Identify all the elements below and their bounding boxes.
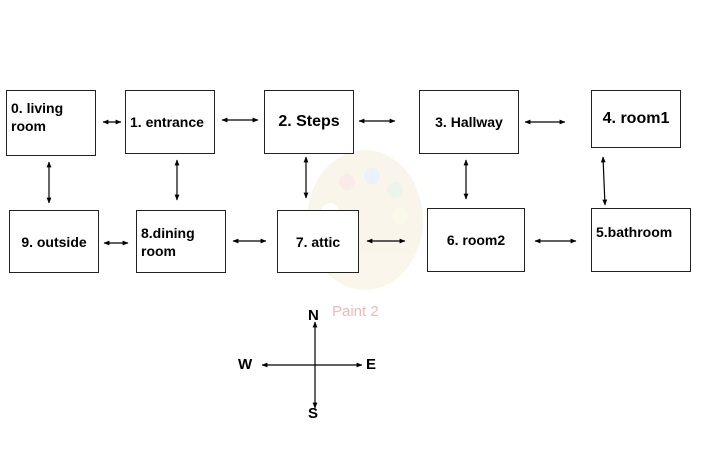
room-label: 4. room1 (602, 110, 670, 127)
room-box-entrance: 1. entrance (125, 90, 215, 154)
room-label: 3. Hallway (435, 114, 503, 130)
room-label: 2. Steps (278, 113, 340, 130)
room-box-steps: 2. Steps (264, 90, 354, 154)
room-box-hallway: 3. Hallway (419, 90, 519, 154)
watermark-text: Paint 2 (332, 303, 379, 320)
room-label: 8.dining room (141, 224, 195, 259)
room-label: 7. attic (295, 233, 341, 250)
compass-south-label: S (308, 405, 319, 422)
compass-east-label: E (366, 356, 377, 373)
room-box-bathroom: 5.bathroom (591, 208, 691, 272)
room-label: 1. entrance (130, 114, 204, 130)
room-box-dining-room: 8.dining room (136, 210, 226, 273)
room-box-outside: 9. outside (9, 210, 99, 273)
room-box-attic: 7. attic (277, 210, 359, 273)
compass-north-label: N (308, 307, 319, 324)
compass (261, 321, 363, 409)
room-label: 0. living room (11, 100, 64, 134)
room-box-room1: 4. room1 (591, 90, 681, 148)
room-label: 5.bathroom (596, 224, 673, 240)
compass-west-label: W (238, 356, 253, 373)
room-box-room2: 6. room2 (427, 208, 525, 272)
arrow-4-5 (600, 156, 608, 206)
room-box-living-room: 0. living room (6, 90, 96, 156)
room-label: 9. outside (21, 233, 87, 250)
room-label: 6. room2 (446, 232, 506, 248)
